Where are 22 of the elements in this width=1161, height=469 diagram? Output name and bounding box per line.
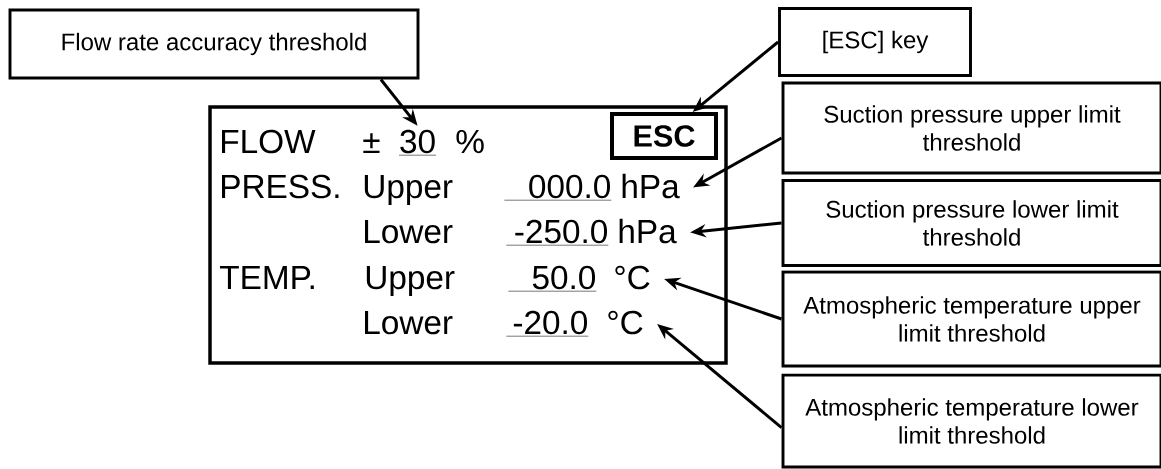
screen-label: % [456,129,484,154]
callout-box: Atmospheric temperature upper limit threshold [781,270,1161,368]
esc-button: ESC [610,112,718,160]
screen-label: TEMP. [220,266,314,289]
value-field: -20.0 °C [506,310,643,337]
callout-box: [ESC] key [778,7,972,77]
value-field: -250.0 hPa [506,218,677,246]
screen-label: Lower [365,311,453,335]
callout-box: Atmospheric temperature lower limit threshold [781,373,1161,469]
callout-box: Suction pressure lower limit threshold [781,179,1161,267]
callout-box: Suction pressure upper limit threshold [781,81,1161,175]
screen-label: ± [363,133,380,153]
screen-label: Upper [366,266,455,296]
screen-label: Upper [364,175,453,205]
screen-label: FLOW [222,129,316,154]
value-field: 50.0 °C [508,265,650,292]
value-field: 000.0 hPa [504,173,680,201]
screen-label: PRESS. [222,174,339,199]
value-field: 30 [398,129,437,156]
display-screen [208,105,728,365]
callout-box: Flow rate accuracy threshold [8,8,420,80]
screen-label: Lower [365,220,453,244]
